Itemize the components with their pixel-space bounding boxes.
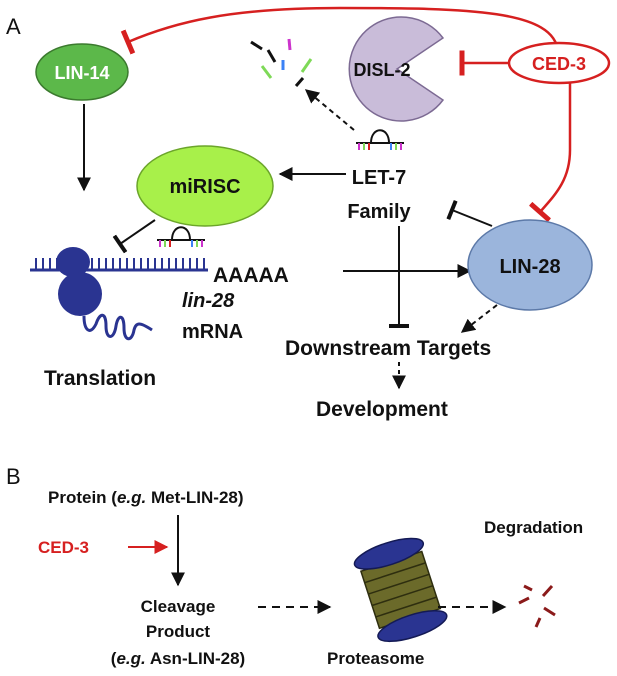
nascent-peptide-icon xyxy=(82,313,153,341)
product-label: Product xyxy=(146,622,211,641)
protein-label: Protein (e.g. Met-LIN-28) xyxy=(48,488,244,507)
let7-family-label: Family xyxy=(347,201,411,223)
cleavage-example-label: (e.g. Asn-LIN-28) xyxy=(111,649,245,668)
lin14-node xyxy=(35,43,129,101)
lin28-to-downstream-arrow xyxy=(460,304,498,333)
ced3-inhibits-lin28-arrow xyxy=(528,82,572,223)
ribosome-icon xyxy=(56,247,102,316)
disl2-degradation-arrow xyxy=(304,89,355,131)
ced3-inhibits-lin14-arrow xyxy=(120,6,560,55)
ced3-node xyxy=(507,41,611,85)
cleavage-label: Cleavage xyxy=(141,597,216,616)
panel-b-label: B xyxy=(6,464,21,489)
lin28-node xyxy=(467,219,593,311)
downstream-targets-label: Downstream Targets xyxy=(285,337,491,360)
lin14-label: LIN-14 xyxy=(54,63,109,83)
panel-a-label: A xyxy=(6,14,21,39)
development-label: Development xyxy=(316,398,448,421)
mirisc-node xyxy=(136,145,274,227)
lin28-label: LIN-28 xyxy=(499,256,560,278)
ced3-label: CED-3 xyxy=(532,54,586,74)
disl2-node xyxy=(348,16,445,122)
mrna-label: mRNA xyxy=(182,321,243,343)
mrna-name-label: lin-28 xyxy=(182,290,235,312)
let7-mirna-icon xyxy=(356,129,404,150)
mirisc-inhibits-translation-arrow xyxy=(112,219,156,254)
translation-label: Translation xyxy=(44,367,156,390)
proteasome-icon xyxy=(353,537,448,643)
polya-tail-label: AAAAA xyxy=(213,264,289,287)
disl2-label: DISL-2 xyxy=(353,60,410,80)
mirisc-bound-mirna-icon xyxy=(157,226,205,247)
lin28-inhibits-let7-arrow xyxy=(446,199,493,227)
let7-label: LET-7 xyxy=(352,167,406,189)
mirisc-label: miRISC xyxy=(169,176,240,198)
proteasome-label: Proteasome xyxy=(327,649,424,668)
degraded-mirna-fragments xyxy=(250,38,313,87)
peptide-fragments-icon xyxy=(518,584,556,628)
ced3-b-label: CED-3 xyxy=(38,538,89,557)
degradation-label: Degradation xyxy=(484,518,583,537)
